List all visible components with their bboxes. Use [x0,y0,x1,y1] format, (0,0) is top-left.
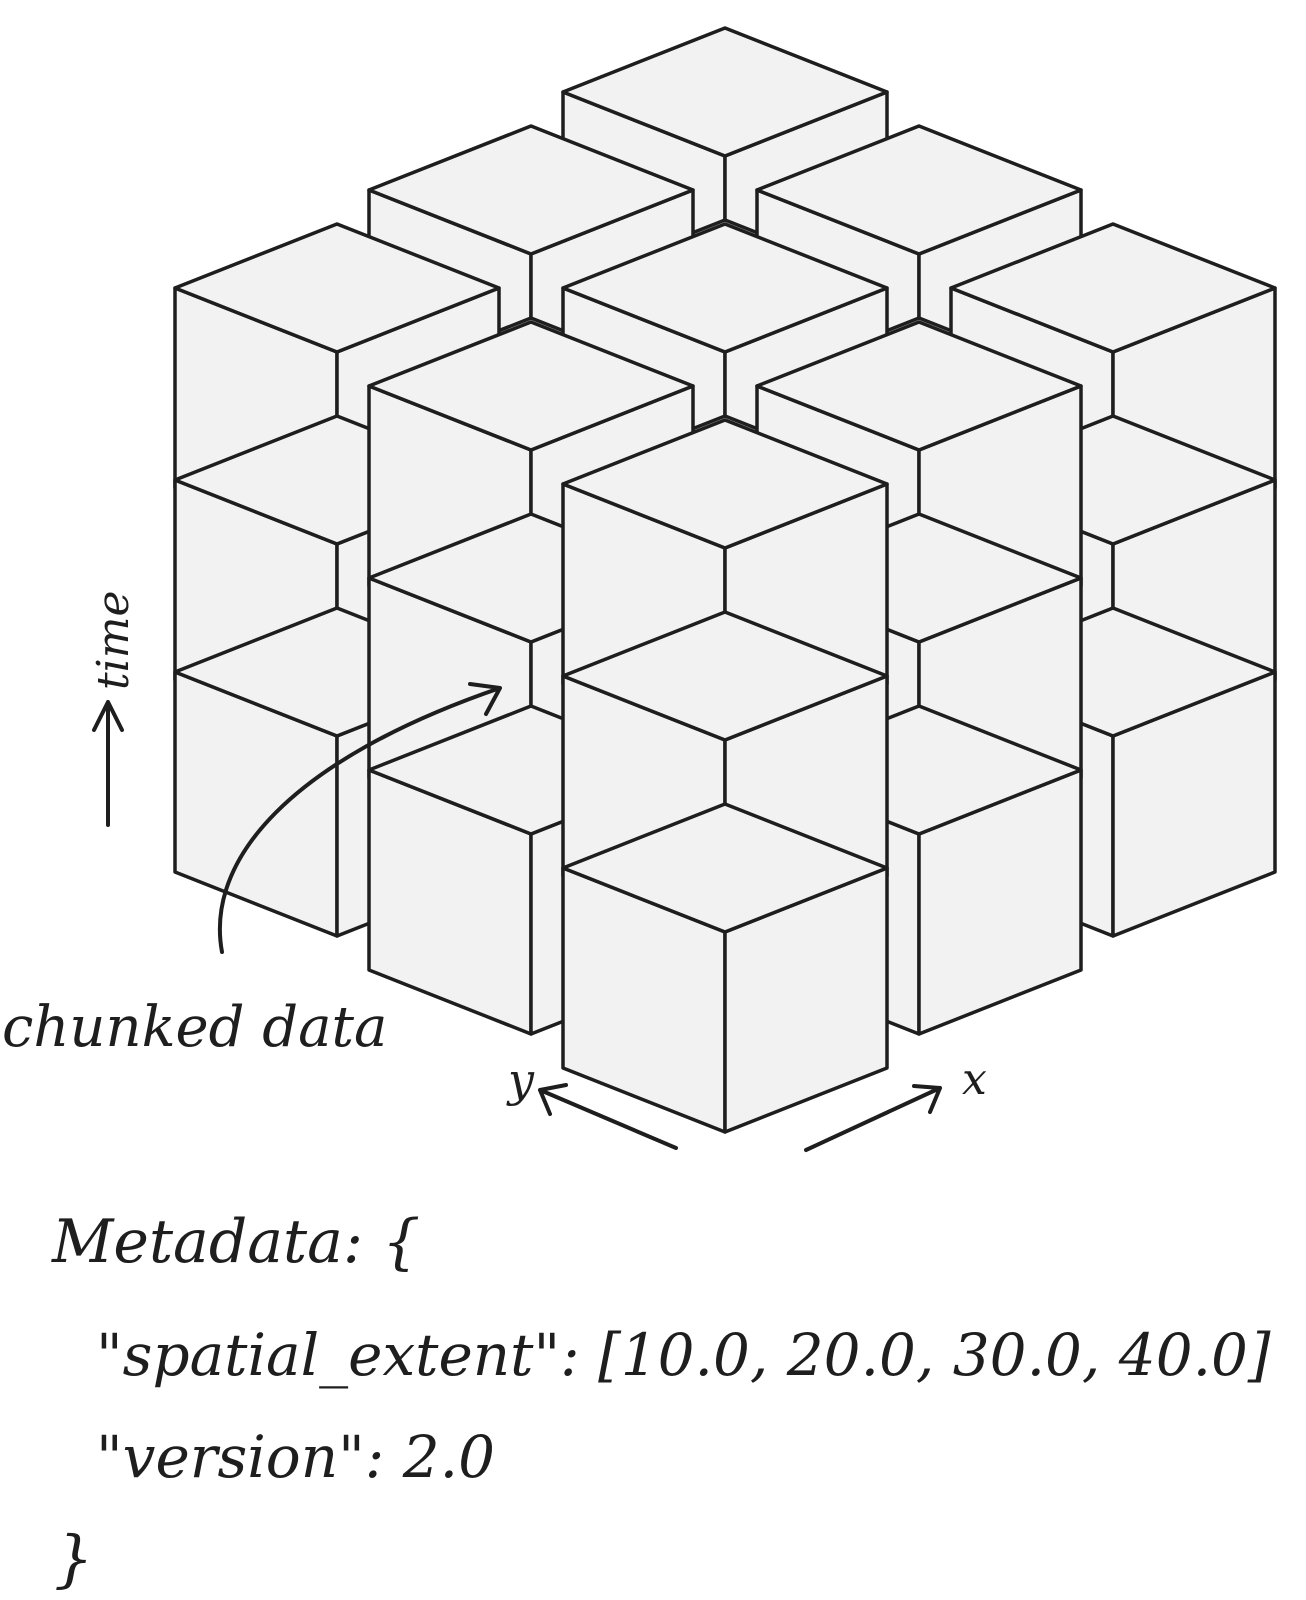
cube-top-face [367,320,695,452]
metadata-block: Metadata: { "spatial_extent": [10.0, 20.… [51,1207,1271,1595]
metadata-heading: Metadata: { [51,1207,420,1277]
x-axis: x [804,1054,987,1152]
chunk-annotation: chunked data [2,682,502,1060]
cube-top-face [755,124,1083,256]
cube-top-face [561,222,889,354]
time-axis: time [88,590,139,827]
cube-stack [173,26,1277,1134]
cube-top-face [561,418,889,550]
cube-top-face [755,320,1083,452]
chunk-pointer-arrow [217,682,502,954]
cube-top-face [561,802,889,934]
chunk-label: chunked data [2,995,387,1060]
y-axis-arrow [538,1083,678,1150]
metadata-spatial-extent: "spatial_extent": [10.0, 20.0, 30.0, 40.… [96,1321,1271,1389]
data-chunk-cube [561,802,889,1134]
x-axis-arrow [804,1084,942,1152]
cube-top-face [367,124,695,256]
cube-top-face [561,26,889,158]
cube-top-face [949,222,1277,354]
metadata-version: "version": 2.0 [96,1423,495,1491]
cube-top-face [561,610,889,742]
metadata-closing-brace: } [54,1522,93,1595]
time-axis-label: time [88,590,139,690]
time-axis-arrow [92,700,124,827]
y-axis-label: y [506,1053,535,1107]
y-axis: y [506,1053,678,1150]
cube-top-face [173,222,501,354]
x-axis-label: x [962,1054,987,1105]
